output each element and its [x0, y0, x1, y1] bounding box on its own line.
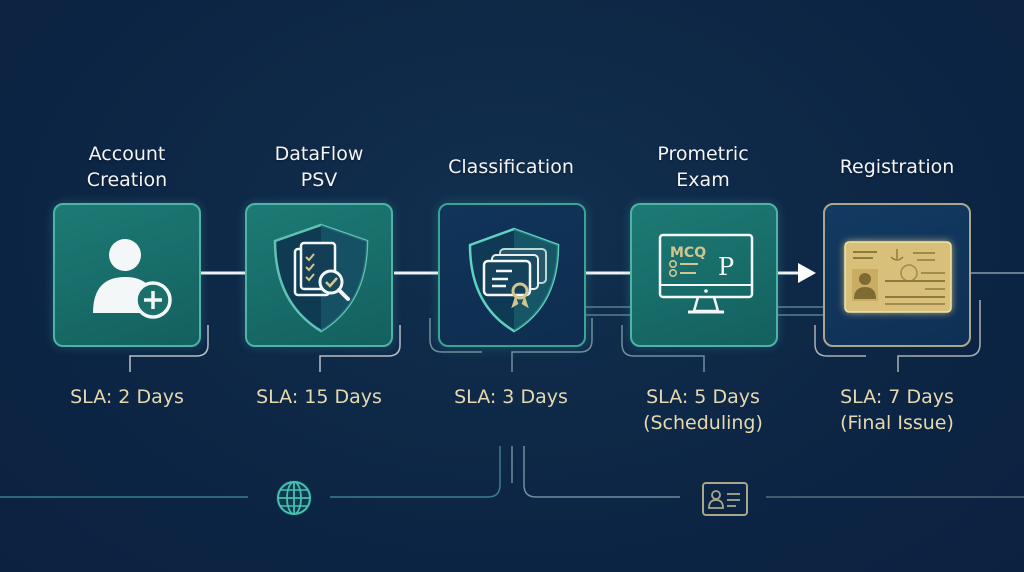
- stage-box-classification[interactable]: [438, 203, 586, 347]
- stage-title-registration: Registration: [807, 154, 987, 180]
- title-line: Prometric: [657, 143, 749, 165]
- user-add-icon: [93, 239, 172, 319]
- license-card-icon: [844, 241, 952, 313]
- title-line: Classification: [448, 156, 574, 178]
- stage-title-prometric-exam: Prometric Exam: [613, 141, 793, 193]
- shield-document-check-icon: [273, 223, 369, 333]
- globe-icon: [276, 480, 312, 516]
- title-line: DataFlow: [274, 143, 364, 165]
- sla-registration: SLA: 7 Days (Final Issue): [807, 384, 987, 436]
- sla-classification: SLA: 3 Days: [421, 384, 601, 410]
- sla-text: SLA: 15 Days: [256, 386, 382, 408]
- stage-title-dataflow-psv: DataFlow PSV: [229, 141, 409, 193]
- sla-text: (Scheduling): [643, 412, 763, 434]
- stage-box-dataflow-psv[interactable]: [245, 203, 393, 347]
- sla-text: (Final Issue): [840, 412, 954, 434]
- prometric-logo: P: [718, 253, 734, 281]
- title-line: Creation: [86, 169, 168, 191]
- monitor-mcq-icon: MCQ P: [658, 233, 754, 314]
- sla-text: SLA: 3 Days: [454, 386, 568, 408]
- stage-box-registration[interactable]: [823, 203, 971, 347]
- shield-certificate-icon: [468, 227, 560, 333]
- stage-box-account-creation[interactable]: [53, 203, 201, 347]
- arrow-head-icon: [798, 263, 816, 283]
- id-card-icon: [702, 482, 748, 516]
- title-line: Account: [88, 143, 166, 165]
- sla-text: SLA: 5 Days: [646, 386, 760, 408]
- stage-title-account-creation: Account Creation: [37, 141, 217, 193]
- sla-text: SLA: 2 Days: [70, 386, 184, 408]
- stage-box-prometric-exam[interactable]: MCQ P: [630, 203, 778, 347]
- mcq-label: MCQ: [670, 245, 706, 261]
- title-line: PSV: [300, 169, 338, 191]
- sla-prometric-exam: SLA: 5 Days (Scheduling): [613, 384, 793, 436]
- sla-text: SLA: 7 Days: [840, 386, 954, 408]
- sla-dataflow-psv: SLA: 15 Days: [229, 384, 409, 410]
- title-line: Registration: [839, 156, 955, 178]
- title-line: Exam: [676, 169, 730, 191]
- stage-title-classification: Classification: [421, 154, 601, 180]
- sla-account-creation: SLA: 2 Days: [37, 384, 217, 410]
